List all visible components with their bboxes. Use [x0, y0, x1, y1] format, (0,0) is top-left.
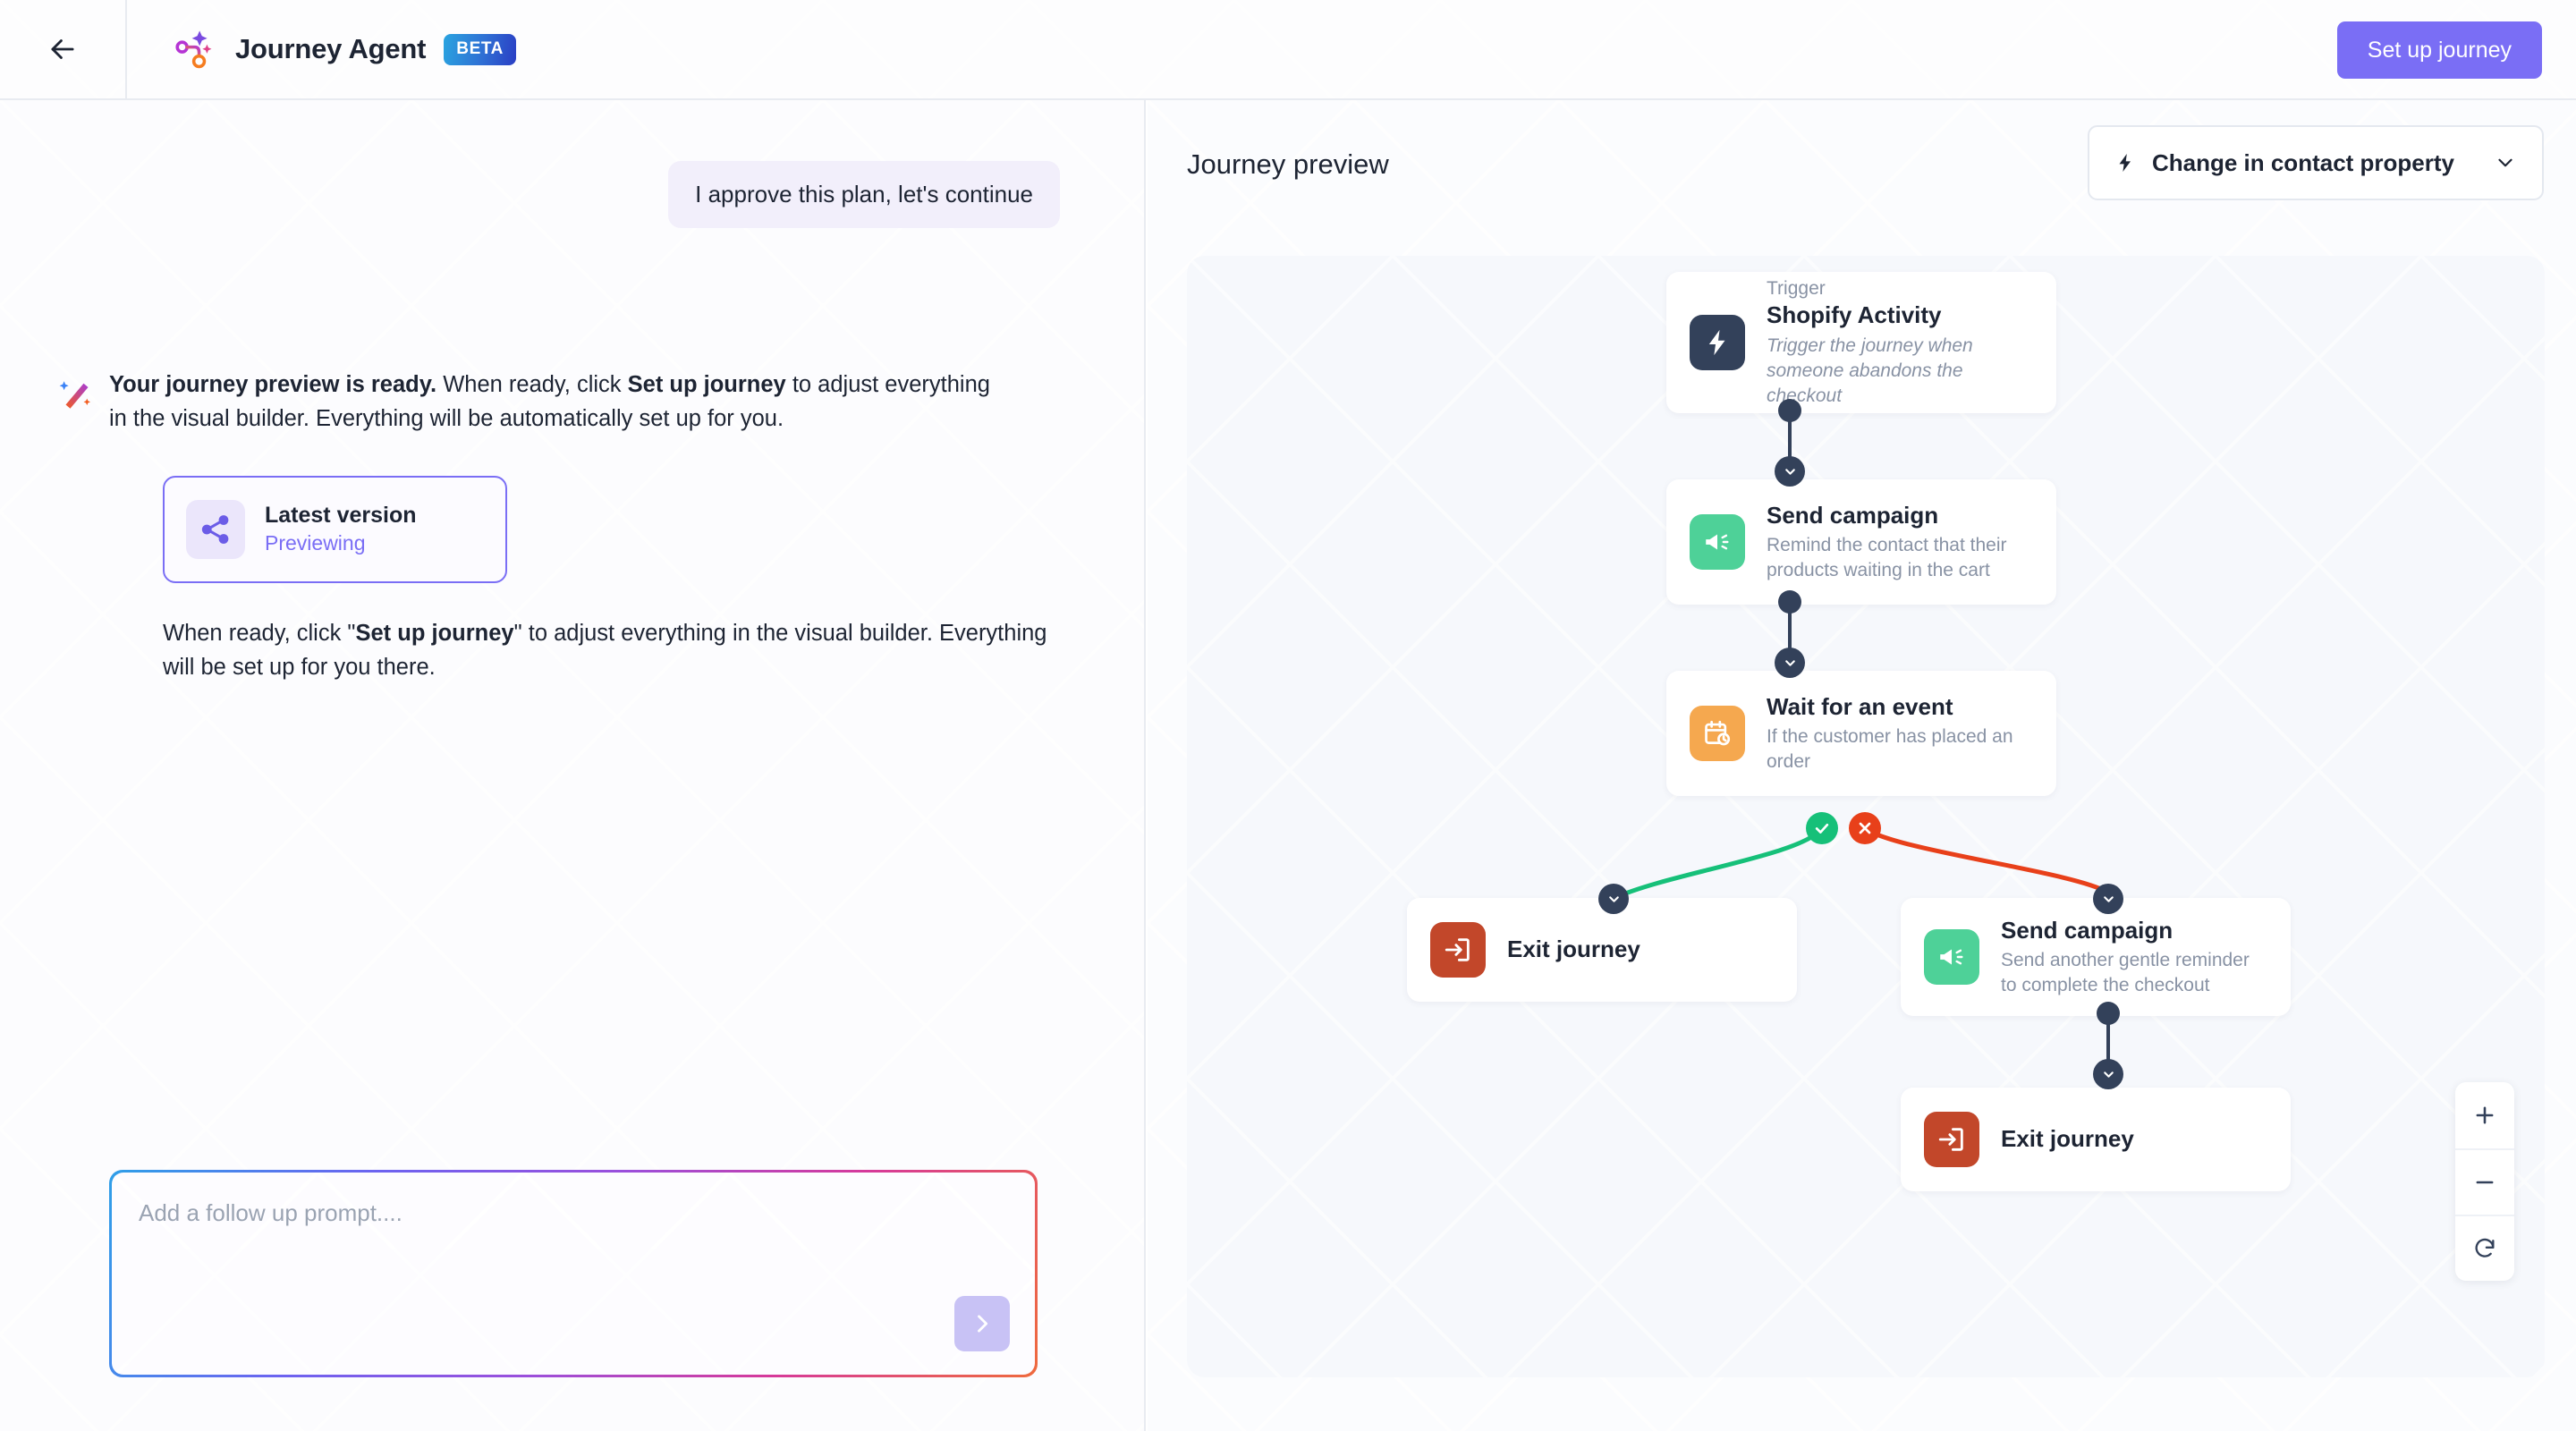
node-title: Wait for an event	[1767, 692, 1953, 720]
node-title: Exit journey	[2001, 1125, 2134, 1153]
node-exit-journey-1-body: Exit journey	[1507, 935, 1640, 965]
brand: Journey Agent BETA	[173, 0, 516, 98]
connector-dot	[2097, 1002, 2120, 1025]
trigger-type-dropdown[interactable]: Change in contact property	[2087, 125, 2544, 200]
node-send-campaign-1[interactable]: Send campaign Remind the contact that th…	[1666, 479, 2056, 605]
node-trigger-body: Trigger Shopify Activity Trigger the jou…	[1767, 276, 2033, 409]
exit-icon-wrapper	[1430, 922, 1486, 978]
chevron-down-icon	[1784, 468, 1795, 475]
node-title: Shopify Activity	[1767, 301, 1942, 329]
node-description: If the customer has placed an order	[1767, 726, 2013, 773]
sparkle-wand-icon	[59, 381, 90, 409]
node-exit-journey-2-body: Exit journey	[2001, 1124, 2134, 1155]
node-description: Trigger the journey when someone abandon…	[1767, 335, 1973, 406]
exit-2-icon-wrapper	[1924, 1112, 1979, 1167]
journey-agent-logo-icon	[175, 30, 212, 69]
preview-title: Journey preview	[1187, 148, 1389, 180]
trigger-icon-wrapper	[1690, 315, 1745, 370]
prompt-input[interactable]	[139, 1199, 926, 1334]
branch-no-badge[interactable]	[1849, 812, 1881, 844]
connector-dot	[1778, 399, 1801, 422]
assistant-text-rest-b: to adjust everything in the visual build…	[109, 372, 990, 431]
close-icon	[1859, 822, 1871, 834]
lightning-bolt-icon	[2119, 154, 2131, 172]
back-button[interactable]	[0, 0, 127, 98]
assistant-closing-text: When ready, click "Set up journey" to ad…	[163, 617, 1057, 684]
calendar-clock-icon	[1705, 720, 1731, 746]
closing-text-b: " to adjust everything in the visual bui…	[163, 621, 1047, 680]
node-title: Send campaign	[1767, 501, 1939, 529]
zoom-in-button[interactable]	[2455, 1082, 2514, 1148]
chevron-down-icon	[1608, 895, 1619, 902]
exit-arrow-icon	[1938, 1128, 1963, 1151]
set-up-journey-button[interactable]: Set up journey	[2336, 21, 2542, 79]
node-exit-journey-1[interactable]: Exit journey	[1407, 898, 1797, 1002]
chevron-right-icon	[978, 1315, 988, 1333]
connector-add-button-right-branch[interactable]	[2093, 884, 2123, 914]
assistant-text-bold-2: Set up journey	[627, 372, 786, 397]
trigger-type-label: Change in contact property	[2151, 148, 2454, 176]
node-exit-journey-2[interactable]: Exit journey	[1901, 1088, 2291, 1191]
plus-icon	[2476, 1106, 2494, 1124]
chevron-down-icon	[2103, 1071, 2114, 1078]
node-title: Send campaign	[2001, 916, 2174, 944]
chevron-down-icon	[2103, 895, 2114, 902]
closing-text-a: When ready, click "	[163, 621, 356, 646]
node-title: Exit journey	[1507, 936, 1640, 963]
node-send-campaign-2-body: Send campaign Send another gentle remind…	[2001, 916, 2267, 999]
branch-yes-badge[interactable]	[1806, 812, 1838, 844]
latest-version-card[interactable]: Latest version Previewing	[163, 476, 507, 583]
version-card-title: Latest version	[265, 503, 417, 529]
node-wait-for-event[interactable]: Wait for an event If the customer has pl…	[1666, 671, 2056, 796]
connector-add-button-left-branch[interactable]	[1598, 884, 1629, 914]
app-header: Journey Agent BETA Set up journey	[0, 0, 2576, 100]
refresh-icon	[2475, 1238, 2495, 1257]
connector-add-button[interactable]	[2093, 1059, 2123, 1089]
status-badge: BETA	[444, 33, 516, 65]
minus-icon	[2476, 1181, 2494, 1184]
node-description: Send another gentle reminder to complete…	[2001, 950, 2250, 996]
connector-dot	[1778, 590, 1801, 614]
node-wait-for-event-body: Wait for an event If the customer has pl…	[1767, 692, 2033, 775]
send-prompt-button[interactable]	[954, 1296, 1010, 1351]
wait-icon-wrapper	[1690, 706, 1745, 761]
user-message-bubble: I approve this plan, let's continue	[668, 161, 1060, 228]
node-send-campaign-1-body: Send campaign Remind the contact that th…	[1767, 501, 2033, 584]
chevron-down-icon	[1784, 659, 1795, 666]
node-trigger[interactable]: Trigger Shopify Activity Trigger the jou…	[1666, 272, 2056, 413]
zoom-controls	[2455, 1082, 2514, 1281]
closing-text-bold: Set up journey	[355, 621, 514, 646]
connector-add-button[interactable]	[1775, 648, 1805, 678]
node-send-campaign-2[interactable]: Send campaign Send another gentle remind…	[1901, 898, 2291, 1016]
version-icon-wrapper	[186, 500, 245, 559]
journey-canvas[interactable]: Trigger Shopify Activity Trigger the jou…	[1187, 256, 2545, 1377]
assistant-message-text: Your journey preview is ready. When read…	[109, 368, 1013, 436]
lightning-bolt-icon	[1708, 329, 1725, 356]
check-icon	[1815, 823, 1829, 834]
connector-add-button[interactable]	[1775, 456, 1805, 487]
chevron-down-icon	[2498, 158, 2512, 167]
version-card-status: Previewing	[265, 530, 366, 555]
page-title: Journey Agent	[235, 33, 427, 64]
zoom-out-button[interactable]	[2455, 1148, 2514, 1215]
assistant-text-rest-a: When ready, click	[436, 372, 628, 397]
chat-panel: I approve this plan, let's continue Your…	[0, 100, 1146, 1431]
megaphone-icon	[1706, 534, 1729, 550]
arrow-left-icon	[51, 39, 74, 59]
version-card-body: Latest version Previewing	[265, 502, 417, 556]
prompt-composer	[109, 1170, 1038, 1377]
share-nodes-icon	[201, 515, 229, 544]
assistant-message: Your journey preview is ready. When read…	[59, 368, 1013, 436]
assistant-text-bold-1: Your journey preview is ready.	[109, 372, 437, 397]
node-kicker: Trigger	[1767, 278, 1826, 300]
exit-arrow-icon	[1445, 938, 1470, 961]
send-campaign-icon-wrapper	[1690, 514, 1745, 570]
node-description: Remind the contact that their products w…	[1767, 535, 2007, 581]
send-campaign-2-icon-wrapper	[1924, 929, 1979, 985]
journey-preview-panel: Journey preview Change in contact proper…	[1148, 100, 2576, 1431]
reset-view-button[interactable]	[2455, 1215, 2514, 1281]
megaphone-icon	[1940, 949, 1963, 965]
